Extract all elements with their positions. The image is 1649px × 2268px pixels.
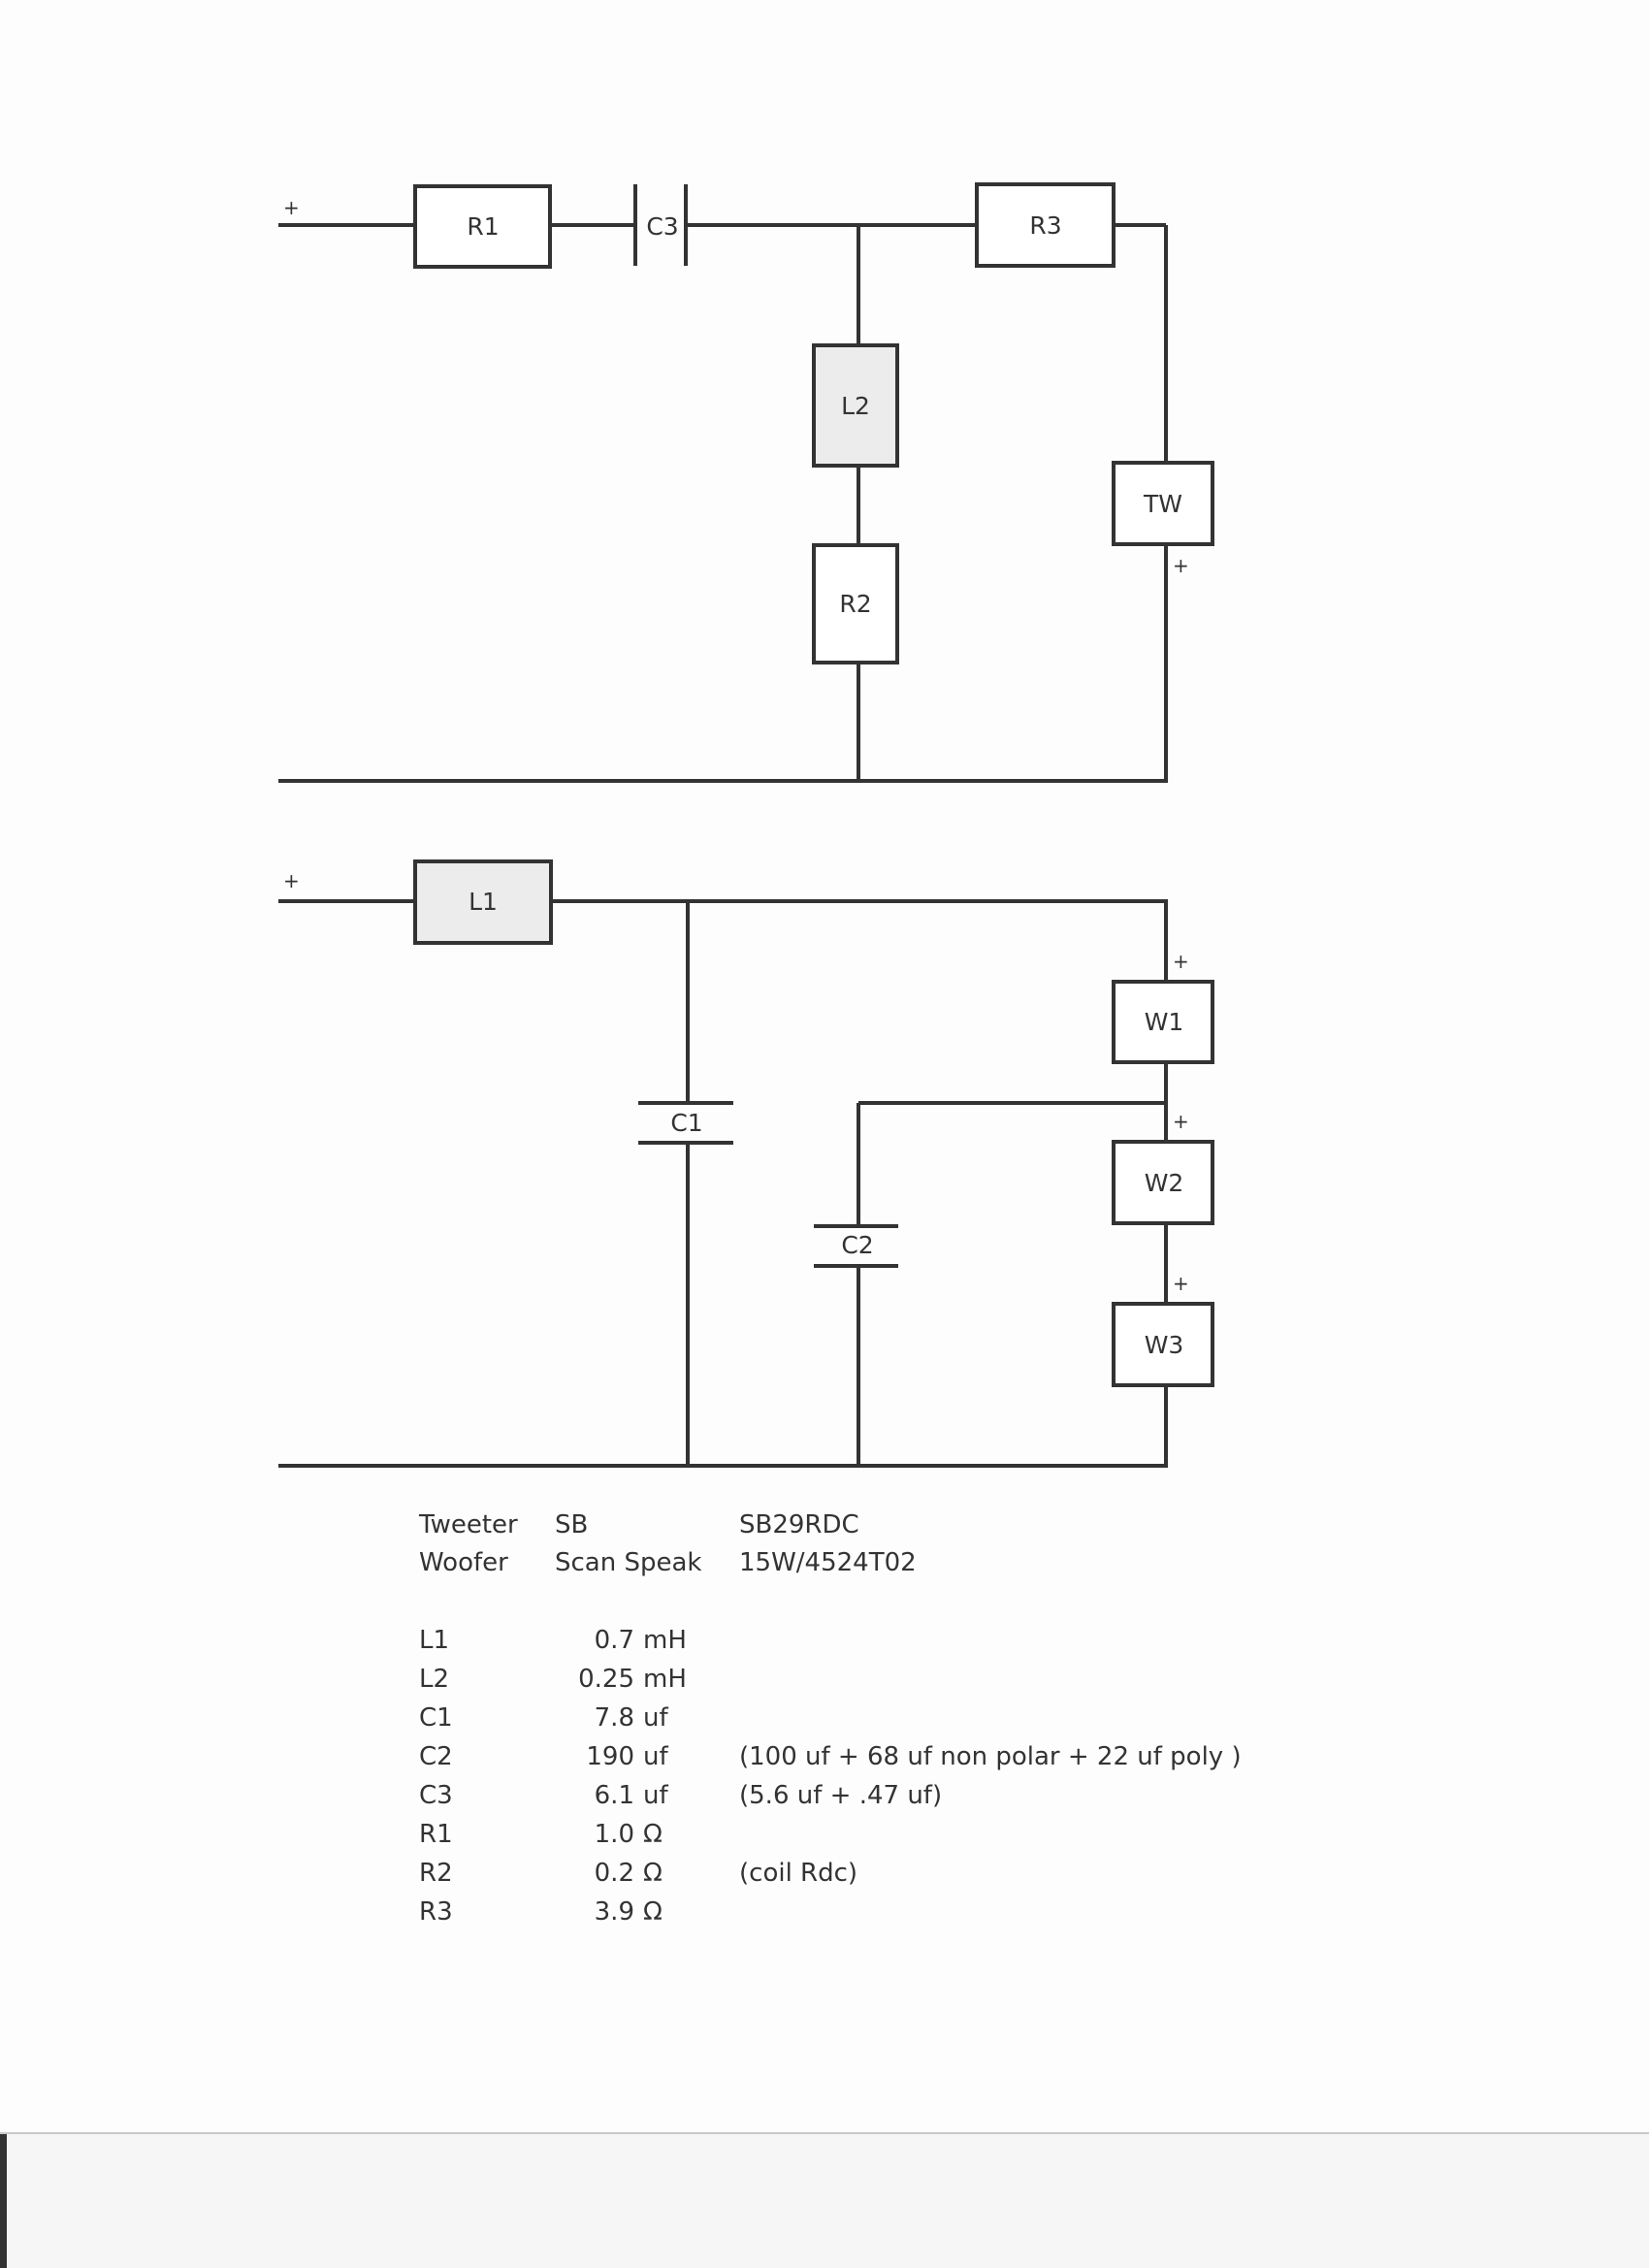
w2-label: W2 (1145, 1169, 1184, 1197)
part-unit: mH (643, 1626, 687, 1655)
part-unit: uf (643, 1742, 668, 1771)
w2-plus: + (1173, 1110, 1189, 1133)
r2-label: R2 (839, 590, 871, 618)
tweeter-input-plus: + (283, 196, 300, 219)
part-value: 0.7 (594, 1626, 634, 1655)
tw-plus: + (1173, 554, 1189, 577)
part-value: 0.25 (578, 1665, 634, 1694)
driver-model: SB29RDC (739, 1510, 859, 1539)
part-unit: Ω (643, 1820, 663, 1849)
part-unit: uf (643, 1781, 668, 1810)
parts-list: Tweeter SB SB29RDC Woofer Scan Speak 15W… (419, 1510, 1242, 1927)
tw-box (1112, 461, 1214, 546)
w3-box (1112, 1302, 1214, 1387)
c3-label: C3 (646, 212, 678, 241)
l2-box (812, 343, 899, 468)
part-ref: R3 (419, 1897, 453, 1927)
part-note: (coil Rdc) (739, 1859, 858, 1888)
part-unit: mH (643, 1665, 687, 1694)
part-ref: L1 (419, 1626, 450, 1655)
r3-label: R3 (1029, 211, 1061, 240)
scanner-bed-strip (0, 2134, 1649, 2268)
w1-plus: + (1173, 950, 1189, 973)
l2-label: L2 (841, 392, 870, 420)
part-unit: uf (643, 1703, 668, 1733)
w2-box (1112, 1140, 1214, 1225)
part-unit: Ω (643, 1859, 663, 1888)
c2-label: C2 (841, 1231, 873, 1259)
tweeter-components (413, 182, 1214, 664)
crossover-schematic: + R1 C3 R3 L2 R2 TW + + L1 C1 C2 W1 W2 W… (278, 182, 1214, 1468)
driver-brand: Scan Speak (555, 1548, 702, 1577)
r3-box (975, 182, 1116, 268)
c1-label: C1 (670, 1109, 702, 1137)
part-ref: L2 (419, 1665, 450, 1694)
driver-role: Tweeter (419, 1510, 518, 1539)
part-value: 3.9 (594, 1897, 634, 1927)
tw-label: TW (1143, 490, 1182, 518)
r2-box (812, 543, 899, 664)
driver-model: 15W/4524T02 (739, 1548, 917, 1577)
woofer-components (413, 859, 1214, 1387)
part-ref: C2 (419, 1742, 453, 1771)
driver-brand: SB (555, 1510, 589, 1539)
w3-label: W3 (1145, 1331, 1184, 1359)
part-value: 190 (586, 1742, 634, 1771)
driver-role: Woofer (419, 1548, 508, 1577)
part-unit: Ω (643, 1897, 663, 1927)
l1-box (413, 859, 553, 945)
part-ref: R1 (419, 1820, 453, 1849)
part-note: (100 uf + 68 uf non polar + 22 uf poly ) (739, 1742, 1242, 1771)
woofer-network (278, 899, 1168, 1468)
tweeter-network (278, 184, 1168, 783)
l1-label: L1 (469, 888, 498, 916)
r1-box (413, 184, 552, 269)
w1-label: W1 (1145, 1008, 1184, 1036)
part-value: 0.2 (594, 1859, 634, 1888)
part-note: (5.6 uf + .47 uf) (739, 1781, 943, 1810)
woofer-input-plus: + (283, 869, 300, 892)
scanner-edge (0, 2134, 7, 2268)
part-value: 7.8 (594, 1703, 634, 1733)
part-ref: C1 (419, 1703, 453, 1733)
part-value: 1.0 (594, 1820, 634, 1849)
part-value: 6.1 (594, 1781, 634, 1810)
w1-box (1112, 980, 1214, 1064)
page-edge (0, 2132, 1649, 2134)
part-ref: C3 (419, 1781, 453, 1810)
r1-label: R1 (467, 212, 499, 241)
w3-plus: + (1173, 1272, 1189, 1295)
part-ref: R2 (419, 1859, 453, 1888)
